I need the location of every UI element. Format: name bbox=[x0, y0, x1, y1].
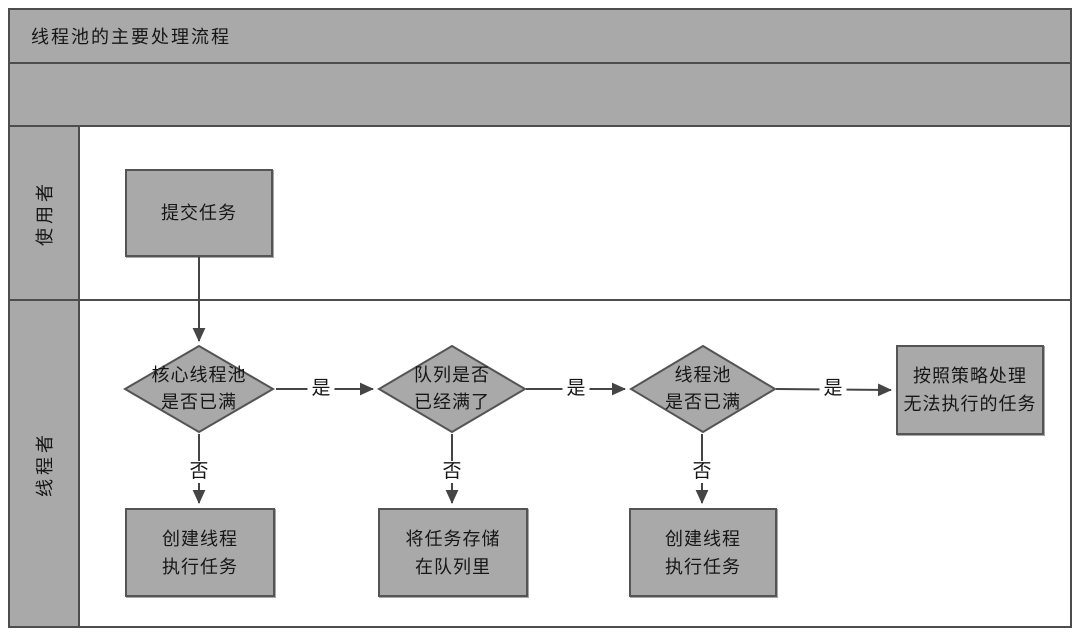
node-pool-full-decision: 线程池 是否已满 bbox=[629, 345, 777, 433]
decision-label: 队列是否 已经满了 bbox=[414, 365, 490, 412]
edge-label-yes-1: 是 bbox=[307, 378, 335, 400]
swimlane-user-label-cell: 使用者 bbox=[10, 127, 80, 299]
edge-label-yes-2: 是 bbox=[562, 378, 590, 400]
swimlane-user-label: 使用者 bbox=[35, 180, 55, 246]
node-submit-task: 提交任务 bbox=[125, 169, 273, 257]
decision-label: 线程池 是否已满 bbox=[665, 365, 741, 412]
edge-label-no-3: 否 bbox=[688, 461, 716, 483]
decision-label: 核心线程池 是否已满 bbox=[151, 365, 247, 412]
empty-header-band bbox=[10, 64, 1070, 127]
node-reject-policy: 按照策略处理 无法执行的任务 bbox=[896, 345, 1044, 435]
edge-label-yes-3: 是 bbox=[819, 378, 847, 400]
node-queue-full-decision: 队列是否 已经满了 bbox=[377, 345, 527, 433]
diagram-title: 线程池的主要处理流程 bbox=[31, 27, 231, 47]
swimlane-thread-label: 线程者 bbox=[35, 430, 55, 497]
diamond-shape bbox=[123, 345, 275, 433]
diamond-shape bbox=[629, 345, 777, 433]
node-core-pool-full-decision: 核心线程池 是否已满 bbox=[123, 345, 275, 433]
node-create-thread-2: 创建线程 执行任务 bbox=[629, 508, 777, 597]
edge-label-no-2: 否 bbox=[438, 461, 466, 483]
swimlane-thread-label-cell: 线程者 bbox=[10, 301, 80, 626]
node-store-in-queue: 将任务存储 在队列里 bbox=[378, 508, 528, 597]
node-create-thread-1: 创建线程 执行任务 bbox=[125, 508, 275, 597]
diamond-shape bbox=[377, 345, 527, 433]
diagram-title-bar: 线程池的主要处理流程 bbox=[10, 10, 1070, 64]
diagram-frame: 线程池的主要处理流程 使用者 线程者 bbox=[8, 8, 1072, 628]
edge-label-no-1: 否 bbox=[185, 461, 213, 483]
